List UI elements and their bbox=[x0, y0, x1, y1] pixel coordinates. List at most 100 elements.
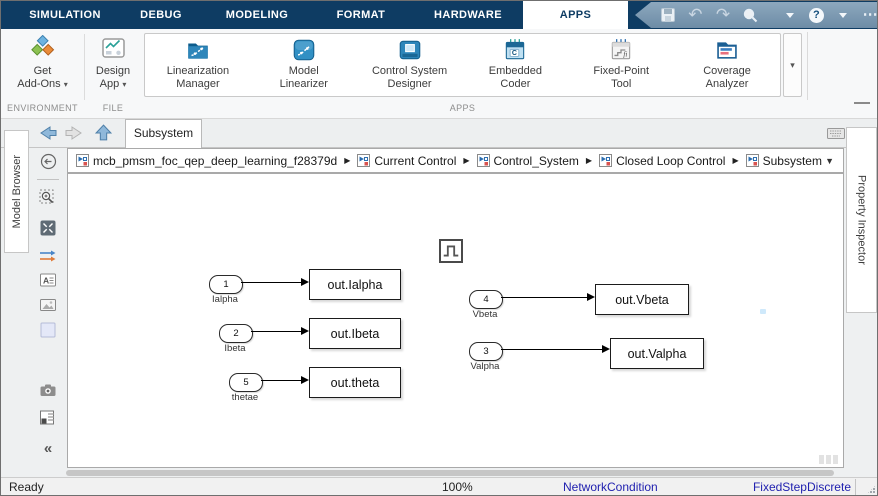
forward-arrow-icon[interactable] bbox=[64, 125, 84, 146]
app-model-linearizer[interactable]: Model Linearizer bbox=[251, 34, 357, 96]
breadcrumb-item-subsystem[interactable]: Subsystem bbox=[745, 154, 822, 168]
outport-block[interactable]: out.Vbeta bbox=[595, 284, 689, 315]
breadcrumb-separator-icon: ▶ bbox=[732, 156, 739, 165]
hide-browser-icon[interactable] bbox=[39, 152, 57, 170]
up-arrow-icon[interactable] bbox=[94, 123, 113, 147]
signal-wire[interactable] bbox=[501, 297, 587, 298]
breadcrumb-item-model[interactable]: mcb_pmsm_foc_qep_deep_learning_f28379d bbox=[76, 154, 337, 168]
tab-simulation[interactable]: SIMULATION bbox=[29, 9, 101, 21]
signal-wire[interactable] bbox=[261, 380, 301, 381]
annotation-icon[interactable]: A bbox=[39, 271, 57, 289]
viewmark-icon[interactable] bbox=[39, 321, 57, 339]
apps-gallery-expand-button[interactable]: ▾ bbox=[783, 33, 802, 97]
canvas-scroll-grip[interactable] bbox=[819, 455, 838, 464]
design-app-button[interactable]: Design App ▾ bbox=[84, 33, 142, 91]
pulse-block[interactable] bbox=[439, 239, 463, 263]
ribbon: Get Add-Ons ▾ ENVIRONMENT Design App ▾ F… bbox=[1, 29, 877, 128]
get-addons-icon bbox=[29, 34, 56, 62]
app-label: Embedded bbox=[488, 65, 542, 77]
control-system-designer-icon bbox=[397, 37, 423, 63]
save-icon[interactable] bbox=[659, 6, 677, 24]
tab-modeling[interactable]: MODELING bbox=[225, 9, 289, 21]
app-label: Model bbox=[288, 65, 319, 77]
get-addons-button[interactable]: Get Add-Ons ▾ bbox=[1, 33, 84, 91]
app-coverage-analyzer[interactable]: Coverage Analyzer bbox=[674, 34, 780, 96]
outport-block[interactable]: out.Ialpha bbox=[309, 269, 401, 300]
search-icon[interactable] bbox=[742, 6, 760, 24]
breadcrumb-separator-icon: ▶ bbox=[585, 156, 593, 165]
solver-link[interactable]: FixedStepDiscrete bbox=[752, 480, 851, 494]
inport-block[interactable]: 3 bbox=[469, 342, 503, 361]
app-fixed-point-tool[interactable]: fi Fixed-Point Tool bbox=[568, 34, 674, 96]
signal-wire[interactable] bbox=[251, 331, 301, 332]
signal-wire[interactable] bbox=[241, 282, 301, 283]
zoom-select-icon[interactable] bbox=[39, 189, 57, 207]
section-apps: APPS bbox=[449, 103, 476, 113]
collapse-palette-icon[interactable]: « bbox=[43, 439, 53, 457]
resize-grip[interactable] bbox=[867, 485, 876, 494]
screenshot-camera-icon[interactable] bbox=[39, 381, 57, 399]
app-label: Analyzer bbox=[705, 78, 749, 90]
subsystem-icon bbox=[599, 154, 613, 167]
help-icon[interactable]: ? bbox=[809, 7, 824, 23]
network-condition-link[interactable]: NetworkCondition bbox=[563, 480, 658, 494]
design-app-caret-icon: ▾ bbox=[122, 80, 127, 89]
model-linearizer-icon bbox=[291, 37, 317, 63]
status-separator bbox=[855, 479, 856, 495]
palette-divider bbox=[37, 179, 59, 180]
apps-gallery: Linearization Manager Model Linearizer bbox=[144, 33, 781, 97]
outport-block[interactable]: out.Valpha bbox=[610, 338, 704, 369]
breadcrumb-item-control-system[interactable]: Control_System bbox=[476, 154, 579, 168]
wire-arrowhead bbox=[587, 293, 595, 301]
help-dropdown-icon[interactable] bbox=[834, 6, 852, 24]
app-linearization-manager[interactable]: Linearization Manager bbox=[145, 34, 251, 96]
breadcrumb-separator-icon: ▶ bbox=[344, 156, 351, 165]
library-block-icon[interactable] bbox=[39, 409, 57, 427]
model-browser-tab[interactable]: Model Browser bbox=[4, 130, 29, 253]
app-label: Linearization bbox=[166, 65, 230, 77]
tab-format[interactable]: FORMAT bbox=[336, 9, 386, 21]
breadcrumb-item-current-control[interactable]: Current Control bbox=[357, 154, 456, 168]
minimize-ribbon-icon[interactable] bbox=[854, 102, 870, 128]
outport-block[interactable]: out.theta bbox=[309, 367, 401, 398]
image-icon[interactable] bbox=[39, 296, 57, 314]
group-separator bbox=[84, 34, 85, 100]
inport-block[interactable]: 2 bbox=[219, 324, 253, 343]
undo-icon[interactable]: ↶ bbox=[688, 5, 703, 24]
tab-subsystem[interactable]: Subsystem bbox=[125, 119, 202, 148]
model-canvas[interactable]: 1 Ialpha out.Ialpha 2 Ibeta out.Ibeta 5 … bbox=[67, 173, 844, 468]
breadcrumb-item-closed-loop-control[interactable]: Closed Loop Control bbox=[599, 154, 725, 168]
svg-text:A: A bbox=[43, 276, 49, 286]
horizontal-scrollbar[interactable] bbox=[66, 470, 834, 476]
keyboard-icon[interactable] bbox=[827, 126, 845, 144]
more-options-icon[interactable]: ⋯ bbox=[862, 6, 878, 23]
app-embedded-coder[interactable]: C Embedded Coder bbox=[462, 34, 568, 96]
zoom-level: 100% bbox=[442, 480, 473, 494]
subsystem-icon bbox=[476, 154, 490, 167]
inport-block[interactable]: 5 bbox=[229, 373, 263, 392]
property-inspector-tab[interactable]: Property Inspector bbox=[846, 127, 877, 313]
inport-block[interactable]: 1 bbox=[209, 275, 243, 294]
inport-label: Ibeta bbox=[224, 343, 246, 354]
coverage-analyzer-icon bbox=[714, 37, 740, 63]
app-control-system-designer[interactable]: Control System Designer bbox=[357, 34, 463, 96]
signal-lines-icon[interactable] bbox=[39, 247, 57, 265]
search-dropdown-icon[interactable] bbox=[781, 6, 799, 24]
tab-hardware[interactable]: HARDWARE bbox=[434, 9, 502, 21]
get-addons-caret-icon: ▾ bbox=[63, 80, 68, 89]
outport-block[interactable]: out.Ibeta bbox=[309, 318, 401, 349]
inport-label: Valpha bbox=[470, 361, 500, 372]
tab-debug[interactable]: DEBUG bbox=[140, 9, 182, 21]
inport-label: Vbeta bbox=[472, 309, 498, 320]
pulse-icon bbox=[443, 245, 459, 257]
redo-icon[interactable]: ↷ bbox=[715, 5, 731, 24]
design-app-label-line2: App ▾ bbox=[99, 78, 127, 90]
back-arrow-icon[interactable] bbox=[38, 125, 58, 146]
app-label: Coder bbox=[500, 78, 531, 90]
breadcrumb-dropdown-icon[interactable]: ▼ bbox=[825, 156, 834, 166]
inport-block[interactable]: 4 bbox=[469, 290, 503, 309]
tab-apps[interactable]: APPS bbox=[523, 1, 628, 29]
fit-to-view-icon[interactable] bbox=[39, 219, 57, 237]
signal-wire[interactable] bbox=[501, 349, 602, 350]
